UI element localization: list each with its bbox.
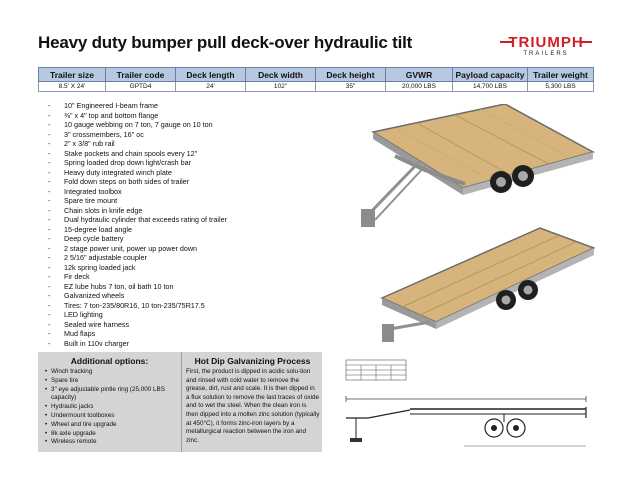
feature-item: 2 stage power unit, power up power down	[48, 244, 227, 254]
feature-item: Built in 110v charger	[48, 339, 227, 349]
feature-item: Integrated toolbox	[48, 187, 227, 197]
spec-value: 102"	[245, 81, 316, 92]
option-item: Spare tire	[45, 377, 178, 386]
option-item: Wheel and tire upgrade	[45, 421, 178, 430]
logo-right-stripe	[580, 41, 592, 43]
feature-item: Spare tire mount	[48, 196, 227, 206]
feature-item: Dual hydraulic cylinder that exceeds rat…	[48, 215, 227, 225]
feature-item: Mud flaps	[48, 329, 227, 339]
spec-value: 24'	[175, 81, 246, 92]
spec-header: Deck length	[175, 67, 246, 82]
spec-header: Deck height	[315, 67, 386, 82]
option-item: 8k axle upgrade	[45, 430, 178, 439]
logo-left-stripe	[500, 41, 512, 43]
feature-item: Sealed wire harness	[48, 320, 227, 330]
spec-value: GPTD4	[105, 81, 176, 92]
option-item: Hydraulic jacks	[45, 403, 178, 412]
feature-item: Tires: 7 ton-235/80R16, 10 ton-235/75R17…	[48, 301, 227, 311]
spec-header: Payload capacity	[452, 67, 528, 82]
option-item: Winch tracking	[45, 368, 178, 377]
brand-name: TRIUMPH	[508, 34, 584, 51]
page-title: Heavy duty bumper pull deck-over hydraul…	[38, 33, 413, 52]
spec-header-row: Trailer size Trailer code Deck length De…	[38, 67, 594, 82]
technical-drawing	[324, 352, 594, 452]
spec-header: Trailer size	[38, 67, 106, 82]
spec-header: GVWR	[385, 67, 453, 82]
feature-item: 2 5/16" adjustable coupler	[48, 253, 227, 263]
spec-value-row: 8.5' X 24' GPTD4 24' 102" 35" 20,000 LBS…	[38, 81, 594, 92]
feature-item: 10" Engineered I-beam frame	[48, 101, 227, 111]
spec-value: 14,700 LBS	[452, 81, 528, 92]
tilted-trailer-photo	[361, 104, 595, 227]
feature-item: Stake pockets and chain spools every 12"	[48, 149, 227, 159]
additional-options-panel: Additional options: Winch tracking Spare…	[38, 352, 181, 452]
feature-item: Heavy duty integrated winch plate	[48, 168, 227, 178]
feature-item: 15-degree load angle	[48, 225, 227, 235]
galvanizing-panel: Hot Dip Galvanizing Process First, the p…	[181, 352, 322, 452]
spec-value: 35"	[315, 81, 386, 92]
spec-value: 20,000 LBS	[385, 81, 453, 92]
feature-item: 12k spring loaded jack	[48, 263, 227, 273]
feature-item: Chain slots in knife edge	[48, 206, 227, 216]
feature-item: Fold down steps on both sides of trailer	[48, 177, 227, 187]
feature-item: Spring loaded drop down light/crash bar	[48, 158, 227, 168]
options-title: Additional options:	[70, 356, 149, 366]
option-item: Undermount toolboxes	[45, 412, 178, 421]
spec-value: 8.5' X 24'	[38, 81, 106, 92]
spec-header: Deck width	[245, 67, 316, 82]
feature-item: Fir deck	[48, 272, 227, 282]
spec-table: Trailer size Trailer code Deck length De…	[38, 67, 594, 92]
feature-item: 3" crossmembers, 16" oc	[48, 130, 227, 140]
galvanizing-title: Hot Dip Galvanizing Process	[194, 356, 311, 366]
option-item: 3" eye adjustable pintle ring (25,000 LB…	[45, 386, 178, 404]
spec-header: Trailer weight	[527, 67, 594, 82]
feature-item: LED lighting	[48, 310, 227, 320]
feature-item: 10 gauge webbing on 7 ton, 7 gauge on 10…	[48, 120, 227, 130]
spec-value: 5,300 LBS	[527, 81, 594, 92]
options-list: Winch tracking Spare tire 3" eye adjusta…	[45, 368, 178, 447]
feature-item: ⅜" x 4" top and bottom flange	[48, 111, 227, 121]
option-item: Wireless remote	[45, 438, 178, 447]
galvanizing-text: First, the product is dipped in acidic s…	[186, 368, 320, 444]
feature-item: EZ lube hubs 7 ton, oil bath 10 ton	[48, 282, 227, 292]
flat-trailer-photo	[380, 227, 595, 342]
feature-item: 2" x 3/8" rub rail	[48, 139, 227, 149]
spec-header: Trailer code	[105, 67, 176, 82]
brand-logo: TRIUMPH TRAILERS	[498, 30, 594, 64]
feature-list: 10" Engineered I-beam frame ⅜" x 4" top …	[48, 101, 227, 348]
brand-tagline: TRAILERS	[523, 51, 569, 57]
feature-item: Galvanized wheels	[48, 291, 227, 301]
feature-item: Deep cycle battery	[48, 234, 227, 244]
